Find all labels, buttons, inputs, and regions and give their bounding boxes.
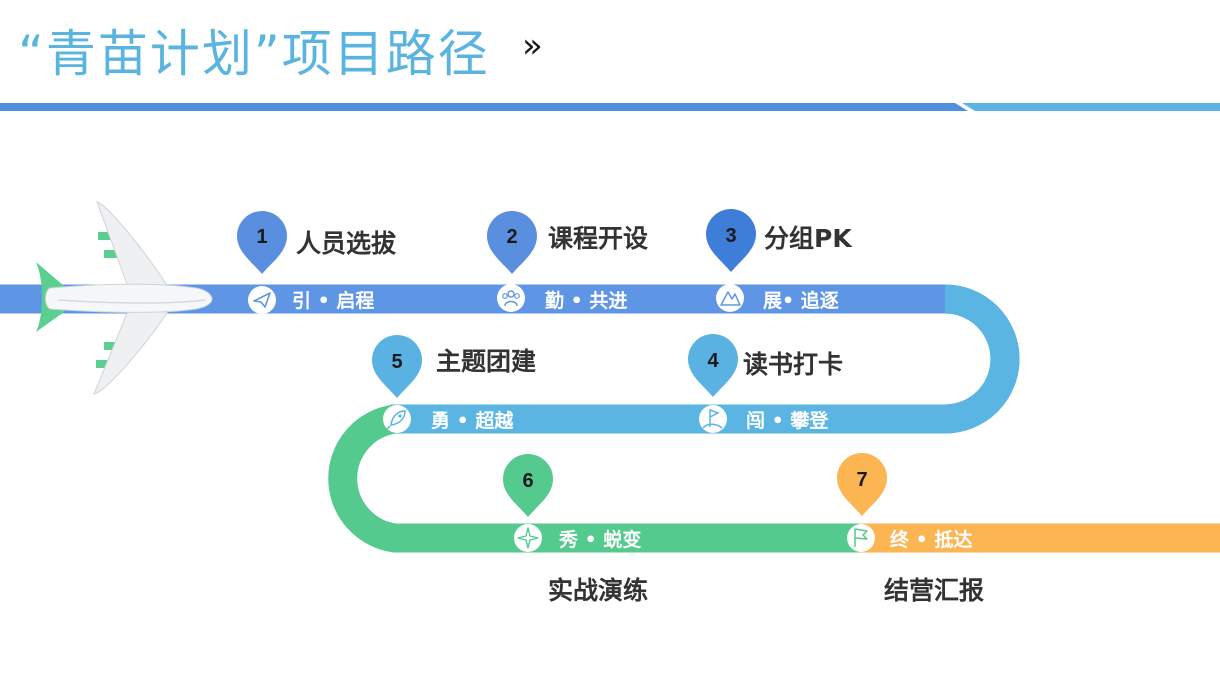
route [0, 284, 1220, 553]
stage-1-label: 引 • 启程 [292, 289, 374, 312]
stage-7: 7 结营汇报 终 • 抵达 [837, 453, 984, 605]
stage-1-title: 人员选拔 [296, 229, 397, 258]
stage-1-number: 1 [256, 226, 267, 248]
route-turn-right [944, 284, 1020, 434]
stage-7-label: 终 • 抵达 [890, 528, 972, 551]
stage-5-title: 主题团建 [436, 347, 536, 376]
stage-6: 6 实战演练 秀 • 蜕变 [503, 454, 648, 605]
page-title: “青苗计划”项目路径 [18, 14, 490, 86]
stage-6-pin: 6 [503, 454, 553, 517]
stage-4-title: 读书打卡 [743, 350, 843, 379]
mountain-icon [716, 284, 744, 312]
stage-3-label: 展• 追逐 [763, 289, 839, 312]
stage-2-title: 课程开设 [548, 224, 648, 253]
stage-5-pin: 5 [372, 335, 422, 398]
stage-2: 2 课程开设 勤 • 共进 [487, 211, 648, 312]
flag-on-hill-icon [699, 405, 727, 433]
stage-6-label: 秀 • 蜕变 [558, 528, 641, 551]
stage-4-label: 闯 • 攀登 [746, 409, 829, 432]
page-title-text: “青苗计划”项目路径 [18, 25, 490, 83]
stage-4-pin: 4 [688, 334, 738, 397]
stage-2-pin: 2 [487, 211, 537, 274]
stage-3: 3 分组PK 展• 追逐 [706, 209, 853, 312]
people-group-icon [497, 284, 525, 312]
double-chevron-right-icon: » [522, 26, 543, 66]
stage-7-pin: 7 [837, 453, 887, 516]
stage-4-number: 4 [707, 350, 719, 372]
route-turn-left [328, 404, 398, 553]
stage-1: 1 人员选拔 引 • 启程 [237, 211, 397, 314]
stage-2-number: 2 [506, 226, 517, 248]
stage-3-number: 3 [725, 225, 736, 247]
stage-3-pin: 3 [706, 209, 756, 272]
stage-2-label: 勤 • 共进 [545, 289, 627, 312]
stage-6-number: 6 [522, 470, 533, 492]
stage-5: 5 主题团建 勇 • 超越 [372, 335, 536, 433]
stage-1-pin: 1 [237, 211, 287, 274]
compass-star-icon [514, 524, 542, 552]
stage-5-label: 勇 • 超越 [431, 409, 514, 432]
stage-7-title: 结营汇报 [884, 576, 984, 605]
stage-7-number: 7 [856, 469, 867, 491]
airplane-icon [36, 201, 213, 395]
paper-plane-icon [248, 286, 276, 314]
rocket-icon [383, 405, 411, 433]
stage-3-title: 分组PK [764, 224, 853, 253]
stage-5-number: 5 [391, 351, 402, 373]
stage-4: 4 读书打卡 闯 • 攀登 [688, 334, 843, 433]
header-divider [0, 103, 1220, 111]
flag-icon [847, 524, 875, 552]
stage-6-title: 实战演练 [548, 576, 648, 605]
